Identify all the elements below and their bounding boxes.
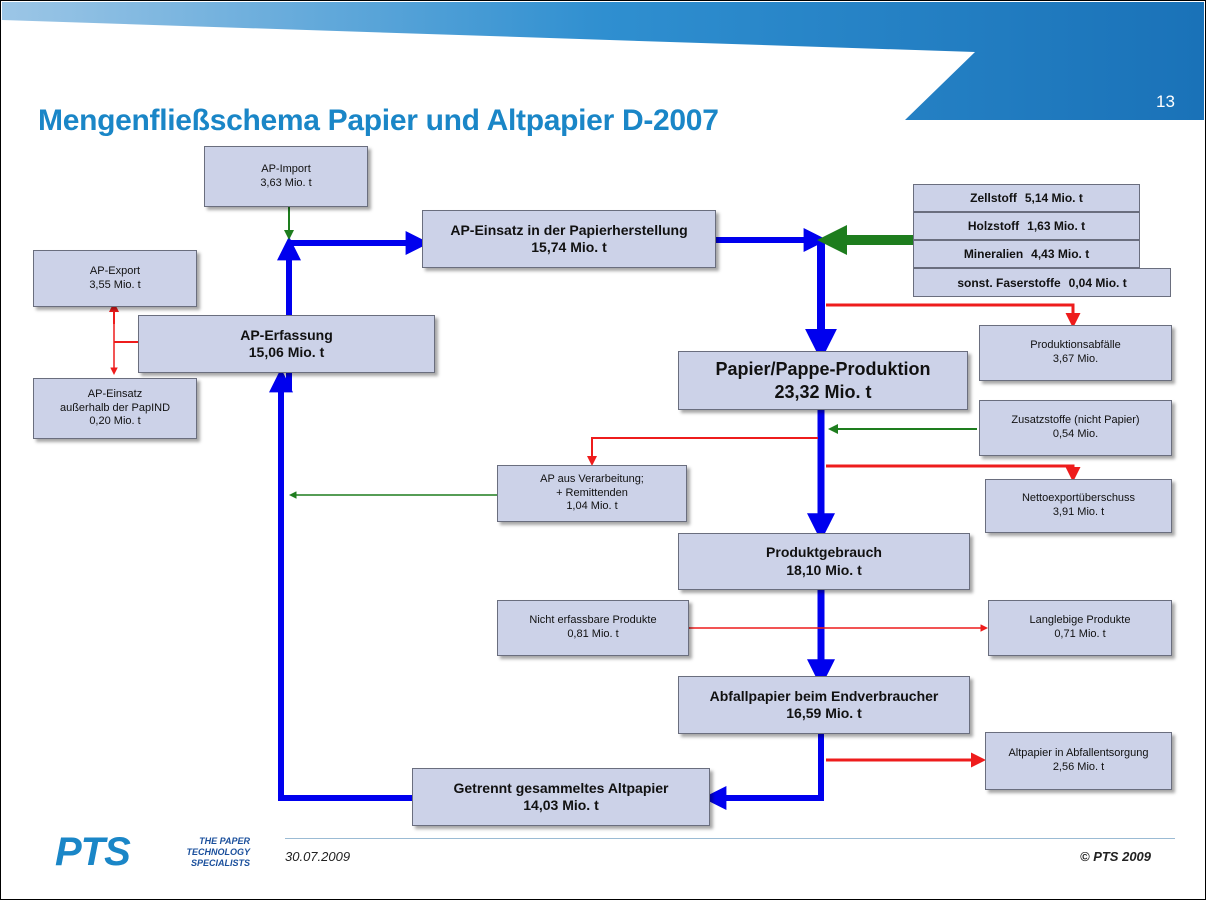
- ap-ausserhalb-value: 0,20 Mio. t: [89, 415, 141, 428]
- input-mineralien-label: Mineralien: [963, 247, 1024, 261]
- ap-export-value: 3,55 Mio. t: [89, 278, 141, 291]
- abfallentsorgung-box: Altpapier in Abfallentsorgung 2,56 Mio. …: [985, 732, 1172, 790]
- nicht-erfassbar-box: Nicht erfassbare Produkte 0,81 Mio. t: [497, 600, 689, 656]
- ap-ausserhalb-label2: außerhalb der PapIND: [59, 401, 171, 414]
- produktionsabfaelle-value: 3,67 Mio.: [1052, 353, 1099, 365]
- ap-erfassung-box: AP-Erfassung 15,06 Mio. t: [138, 315, 435, 373]
- ap-erfassung-value: 15,06 Mio. t: [248, 344, 325, 360]
- input-zellstoff: Zellstoff 5,14 Mio. t: [913, 184, 1140, 212]
- flow-getrennt-to-erfassung: [269, 368, 418, 801]
- flow-nettoexport: [826, 464, 1081, 482]
- produktion-box: Papier/Pappe-Produktion 23,32 Mio. t: [678, 351, 968, 410]
- logo-tagline-3: SPECIALISTS: [190, 857, 250, 868]
- ap-einsatz-value: 15,74 Mio. t: [531, 239, 607, 255]
- input-holzstoff: Holzstoff 1,63 Mio. t: [913, 212, 1140, 240]
- flow-ap-verarbeitung: [587, 437, 818, 466]
- langlebig-box: Langlebige Produkte 0,71 Mio. t: [988, 600, 1172, 656]
- ap-export-label: AP-Export: [89, 264, 141, 277]
- zusatzstoffe-value: 0,54 Mio.: [1052, 428, 1099, 440]
- nettoexport-label: Nettoexportüberschuss: [1021, 492, 1136, 505]
- ap-einsatz-box: AP-Einsatz in der Papierherstellung 15,7…: [422, 210, 716, 268]
- produktgebrauch-label: Produktgebrauch: [766, 544, 882, 560]
- zusatzstoffe-label: Zusatzstoffe (nicht Papier): [1011, 414, 1140, 427]
- produktionsabfaelle-label: Produktionsabfälle: [1030, 339, 1121, 352]
- input-zellstoff-value: 5,14 Mio. t: [1024, 191, 1083, 205]
- ap-import-label: AP-Import: [261, 162, 311, 175]
- logo-tagline-2: TECHNOLOGY: [186, 846, 250, 857]
- getrennt-value: 14,03 Mio. t: [523, 797, 599, 813]
- page-number: 13: [1156, 92, 1175, 111]
- ap-export-box: AP-Export 3,55 Mio. t: [33, 250, 197, 307]
- input-holzstoff-label: Holzstoff: [967, 219, 1020, 233]
- logo-wordmark: PTS: [55, 830, 131, 874]
- ap-ausserhalb-label1: AP-Einsatz: [87, 387, 143, 400]
- abfallpapier-box: Abfallpapier beim Endverbraucher 16,59 M…: [678, 676, 970, 734]
- input-zellstoff-label: Zellstoff: [970, 191, 1017, 205]
- produktgebrauch-box: Produktgebrauch 18,10 Mio. t: [678, 533, 970, 590]
- langlebig-value: 0,71 Mio. t: [1054, 628, 1106, 640]
- getrennt-label: Getrennt gesammeltes Altpapier: [453, 779, 669, 796]
- header-shape: [2, 2, 1204, 120]
- langlebig-label: Langlebige Produkte: [1029, 614, 1131, 627]
- produktion-value: 23,32 Mio. t: [774, 381, 872, 402]
- ap-erfassung-label: AP-Erfassung: [240, 326, 333, 343]
- ap-import-value: 3,63 Mio. t: [260, 176, 312, 189]
- footer-date: 30.07.2009: [285, 849, 351, 864]
- logo-tagline-1: THE PAPER: [199, 836, 250, 846]
- ap-verarbeitung-label1: AP aus Verarbeitung;: [540, 472, 644, 485]
- nicht-erfassbar-value: 0,81 Mio. t: [567, 628, 619, 640]
- input-mineralien: Mineralien 4,43 Mio. t: [913, 240, 1140, 268]
- input-faserstoffe-label: sonst. Faserstoffe: [957, 275, 1061, 290]
- produktion-label: Papier/Pappe-Produktion: [715, 359, 931, 379]
- ap-einsatz-label: AP-Einsatz in der Papierherstellung: [450, 221, 688, 238]
- getrennt-box: Getrennt gesammeltes Altpapier 14,03 Mio…: [412, 768, 710, 826]
- input-holzstoff-value: 1,63 Mio. t: [1027, 219, 1086, 233]
- zusatzstoffe-box: Zusatzstoffe (nicht Papier) 0,54 Mio.: [979, 400, 1172, 456]
- produktionsabfaelle-box: Produktionsabfälle 3,67 Mio.: [979, 325, 1172, 381]
- logo-tagline: THE PAPER TECHNOLOGY SPECIALISTS: [165, 836, 250, 868]
- abfallentsorgung-label: Altpapier in Abfallentsorgung: [1008, 747, 1149, 760]
- ap-verarbeitung-value: 1,04 Mio. t: [566, 500, 618, 513]
- input-faserstoffe: sonst. Faserstoffe 0,04 Mio. t: [913, 268, 1171, 297]
- abfallentsorgung-value: 2,56 Mio. t: [1052, 761, 1105, 773]
- ap-import-box: AP-Import 3,63 Mio. t: [204, 146, 368, 207]
- ap-ausserhalb-box: AP-Einsatz außerhalb der PapIND 0,20 Mio…: [33, 378, 197, 439]
- ap-verarbeitung-box: AP aus Verarbeitung; + Remittenden 1,04 …: [497, 465, 687, 522]
- produktgebrauch-value: 18,10 Mio. t: [786, 561, 862, 578]
- footer-copyright: © PTS 2009: [1080, 849, 1152, 864]
- abfallpapier-label: Abfallpapier beim Endverbraucher: [709, 687, 939, 704]
- pts-logo: PTS THE PAPER TECHNOLOGY SPECIALISTS: [55, 830, 265, 886]
- flow-produktionsabfaelle: [826, 303, 1081, 328]
- ap-verarbeitung-label2: + Remittenden: [556, 486, 628, 499]
- input-mineralien-value: 4,43 Mio. t: [1031, 247, 1090, 261]
- flow-to-getrennt: [702, 734, 824, 810]
- nettoexport-value: 3,91 Mio. t: [1052, 506, 1105, 518]
- nicht-erfassbar-label: Nicht erfassbare Produkte: [529, 614, 657, 627]
- page-title: Mengenfließschema Papier und Altpapier D…: [38, 104, 719, 137]
- abfallpapier-value: 16,59 Mio. t: [786, 705, 862, 721]
- input-faserstoffe-value: 0,04 Mio. t: [1068, 275, 1127, 290]
- nettoexport-box: Nettoexportüberschuss 3,91 Mio. t: [985, 479, 1172, 533]
- footer-divider: [285, 838, 1175, 839]
